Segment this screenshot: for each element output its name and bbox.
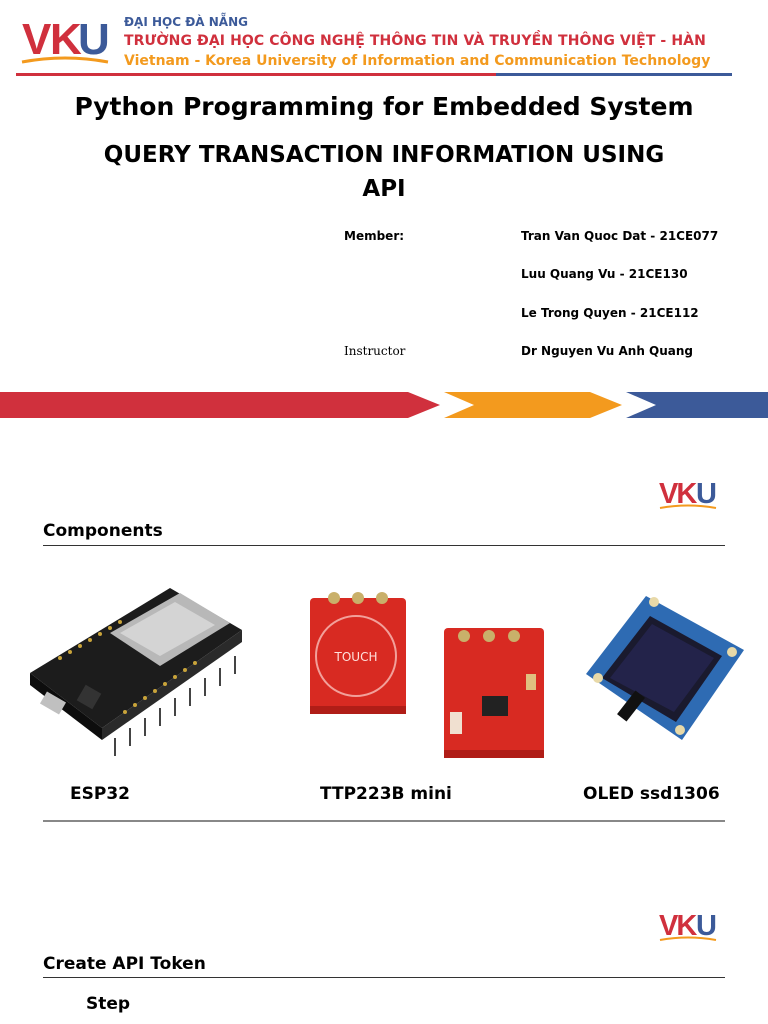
oled-label: OLED ssd1306: [583, 784, 720, 804]
esp32-label: ESP32: [70, 784, 130, 804]
api-token-title: Create API Token: [43, 954, 206, 974]
esp32-board-image: [30, 588, 242, 756]
course-title: Python Programming for Embedded System: [74, 92, 694, 121]
vku-logo: V K U: [21, 15, 110, 64]
components-bottom-rule: [43, 820, 725, 822]
member-label: Member:: [344, 229, 405, 243]
instructor-label: Instructor: [344, 344, 406, 358]
vku-logo-small: VK U: [659, 478, 717, 510]
ttp223b-label: TTP223B mini: [320, 784, 452, 804]
components-title: Components: [43, 521, 163, 541]
header-divider-blue: [496, 73, 732, 76]
svg-text:U: U: [78, 15, 108, 64]
api-token-title-rule: [43, 977, 725, 978]
touch-pad-label: TOUCH: [334, 650, 378, 664]
university-short-name: ĐẠI HỌC ĐÀ NẴNG: [124, 15, 248, 29]
svg-text:U: U: [696, 478, 717, 510]
vku-logo-small: VK U: [659, 910, 717, 942]
oled-display-image: [586, 596, 744, 740]
step-heading: Step: [86, 994, 131, 1014]
components-title-rule: [43, 545, 725, 546]
member-2: Luu Quang Vu - 21CE130: [521, 267, 688, 281]
member-1: Tran Van Quoc Dat - 21CE077: [521, 229, 719, 243]
header-divider-red: [16, 73, 496, 76]
svg-text:U: U: [696, 910, 717, 942]
university-vn-name: TRƯỜNG ĐẠI HỌC CÔNG NGHỆ THÔNG TIN VÀ TR…: [124, 33, 706, 49]
svg-text:V: V: [22, 15, 52, 64]
university-en-name: Vietnam - Korea University of Informatio…: [124, 53, 711, 69]
decorative-arrow-banner: [0, 392, 768, 418]
instructor-name: Dr Nguyen Vu Anh Quang: [521, 344, 694, 358]
ttp223b-touch-module-image: TOUCH: [310, 592, 544, 758]
project-title: QUERY TRANSACTION INFORMATION USING API: [103, 142, 665, 202]
member-3: Le Trong Quyen - 21CE112: [521, 306, 699, 320]
